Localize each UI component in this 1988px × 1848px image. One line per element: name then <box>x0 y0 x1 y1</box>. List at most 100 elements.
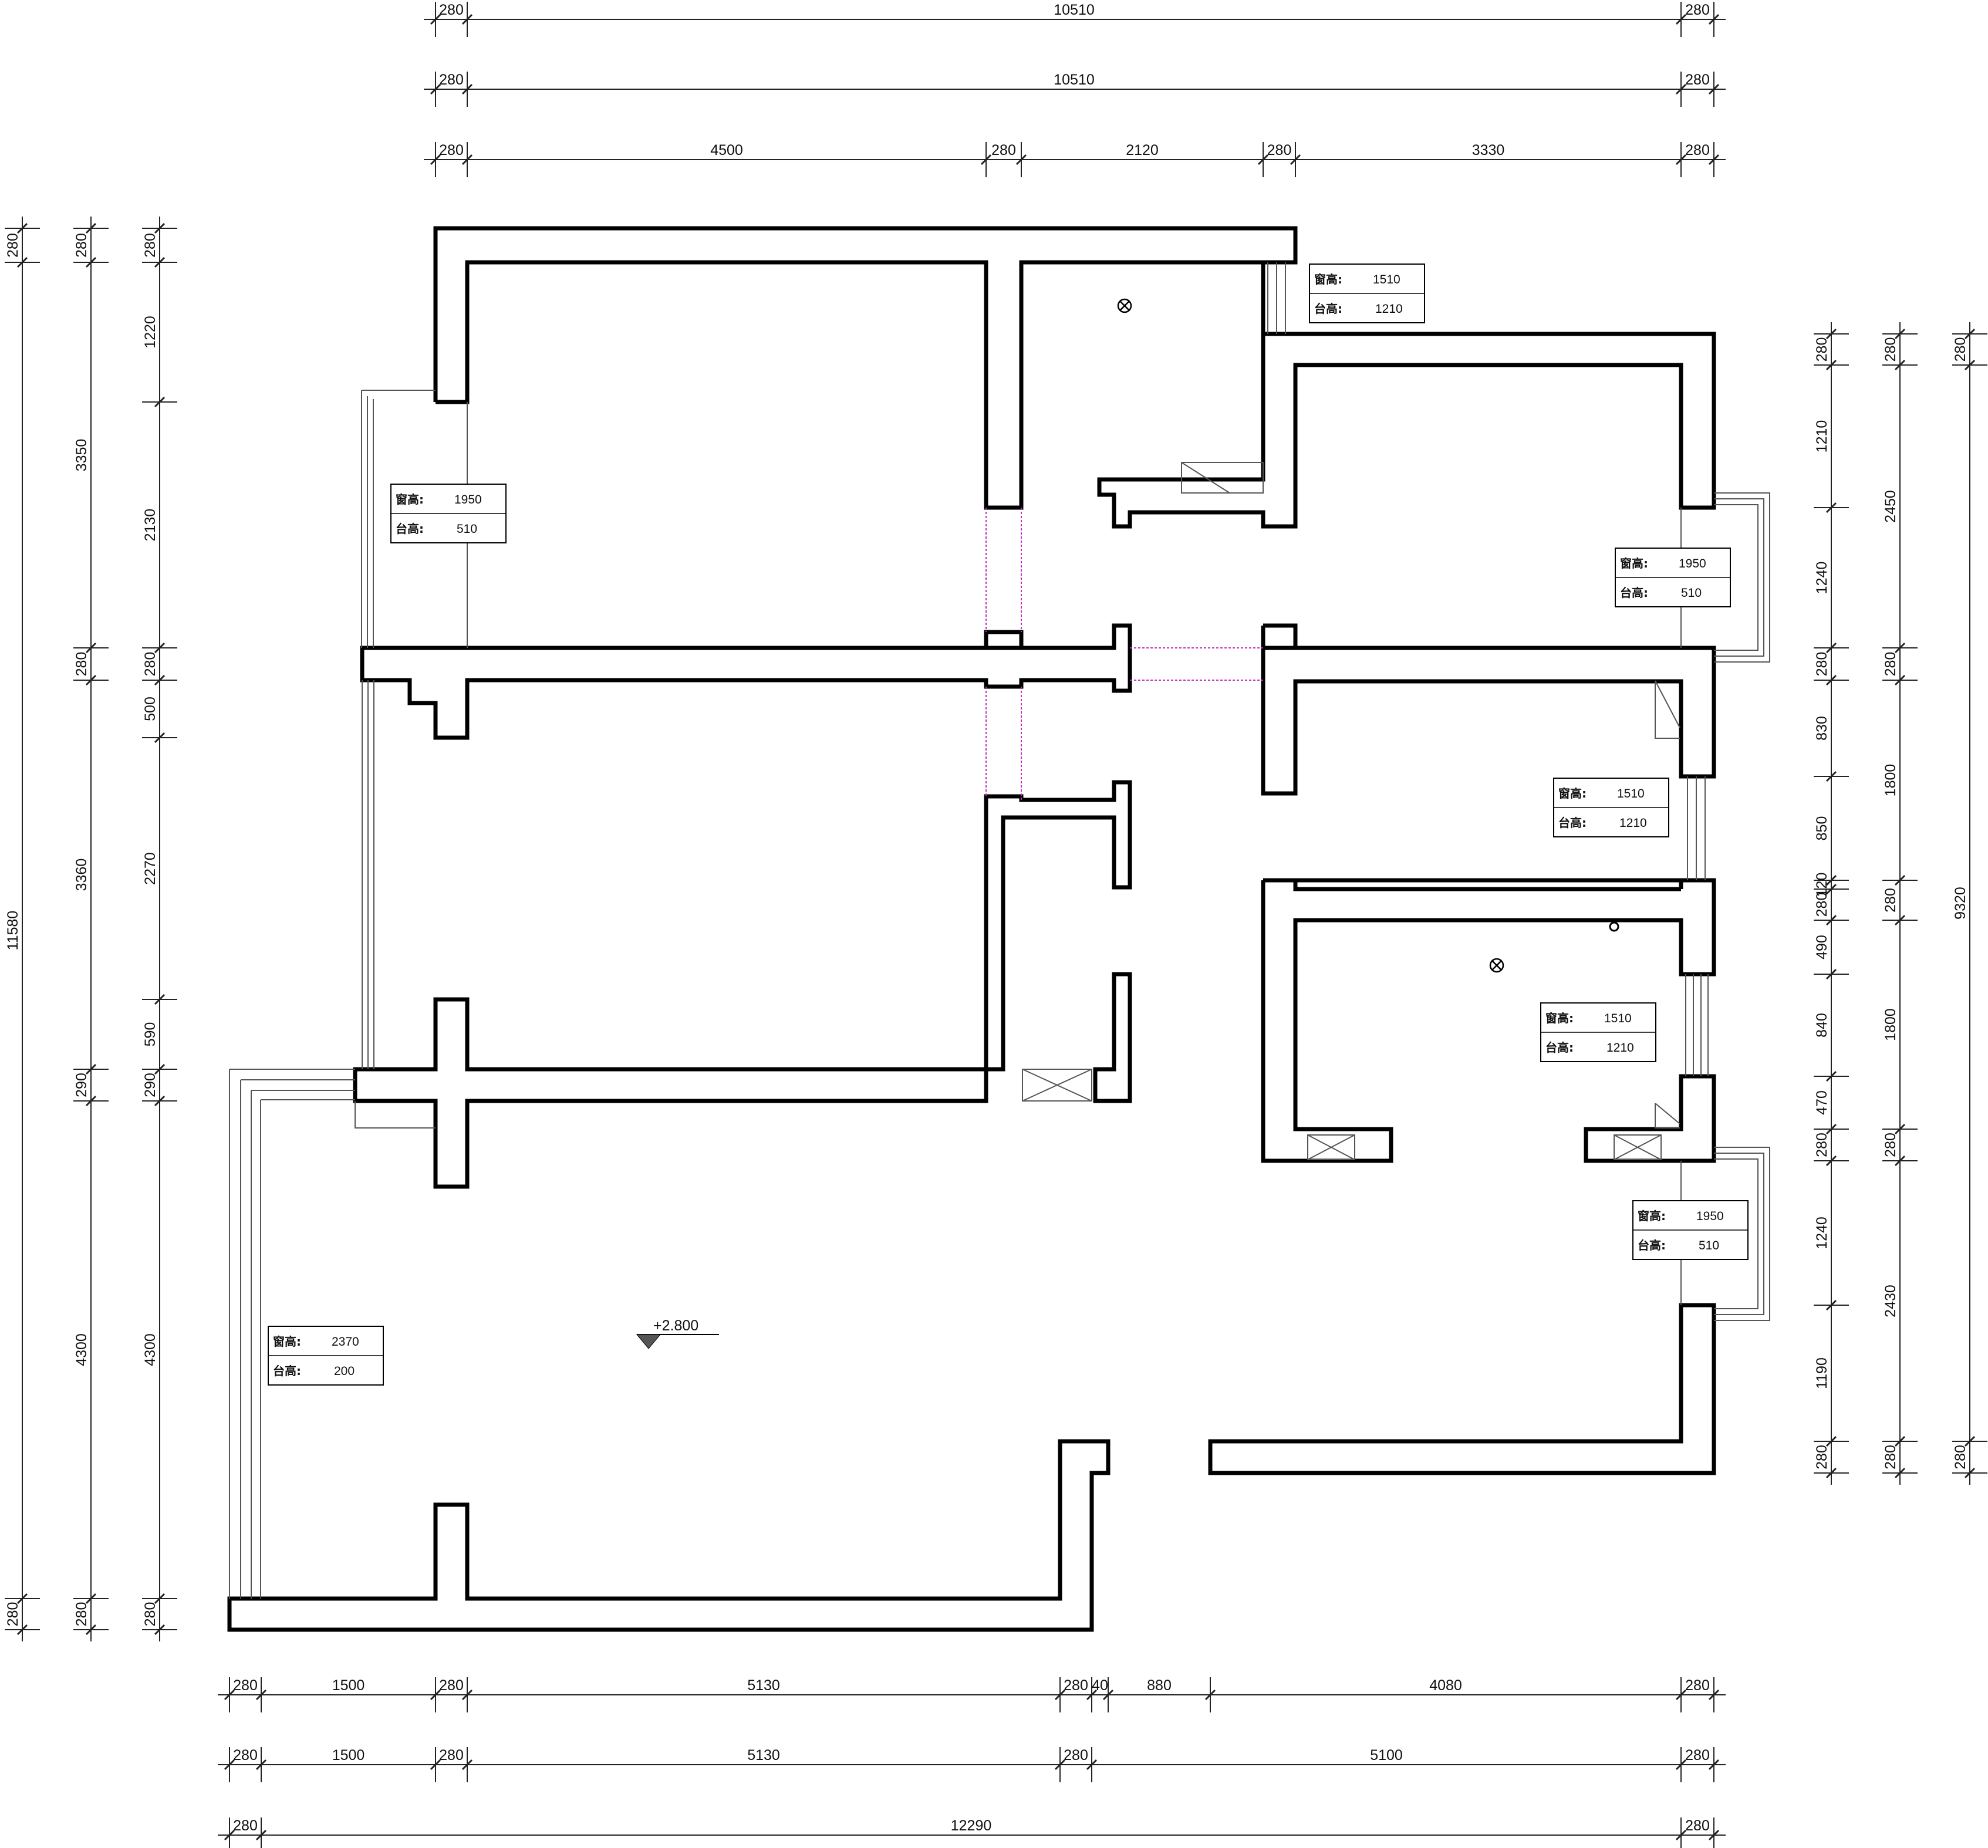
bottom-dim-2-tick <box>1086 1759 1098 1771</box>
bottom-dim-3-tick <box>1675 1829 1687 1841</box>
left-dim-3-tick <box>154 994 166 1005</box>
bottom-dim-3-tick <box>255 1829 267 1841</box>
sill-height-label: 台高: <box>1558 816 1587 830</box>
right-dim-2-tick <box>1894 914 1906 926</box>
bottom-dim-2-tick <box>224 1759 235 1771</box>
left-dim-1-value: 11580 <box>5 911 21 951</box>
sill-height-value: 1210 <box>1375 302 1403 316</box>
top-dim-1-tick <box>1708 13 1720 25</box>
window-height-label: 窗高: <box>1545 1011 1574 1025</box>
sill-height-value: 200 <box>334 1364 355 1378</box>
right-dim-1-tick <box>1825 1435 1837 1447</box>
top-dim-1-value: 280 <box>439 2 464 18</box>
left-dim-3-tick <box>154 642 166 654</box>
right-dim-1-value: 1240 <box>1814 562 1830 594</box>
left-dim-2-tick <box>85 1063 97 1075</box>
left-dim-3-tick <box>154 1095 166 1107</box>
right-dim-1-tick <box>1825 359 1837 371</box>
sill-height-label: 台高: <box>1620 586 1648 600</box>
bottom-dim-1-value: 280 <box>1064 1677 1088 1694</box>
bottom-dim-1-value: 4080 <box>1429 1677 1462 1694</box>
window-height-label: 窗高: <box>1558 786 1587 800</box>
bottom-dim-2-value: 5100 <box>1370 1747 1403 1763</box>
left-dim-3-value: 280 <box>142 652 158 677</box>
bottom-dim-1-tick <box>224 1689 235 1701</box>
right-dim-2-value: 280 <box>1882 1445 1899 1469</box>
bottom-dim-1-tick <box>1708 1689 1720 1701</box>
left-dim-2-value: 3360 <box>73 859 90 891</box>
right-dim-1-tick <box>1825 1070 1837 1082</box>
top-dim-2-tick <box>430 83 441 95</box>
bottom-dim-1-value: 280 <box>439 1677 464 1694</box>
dimension-lines <box>5 2 1987 1848</box>
left-dim-2-value: 280 <box>73 652 90 677</box>
top-dim-2-value: 280 <box>1685 72 1710 88</box>
left-dim-2-tick <box>85 222 97 234</box>
right-dim-1-value: 490 <box>1814 935 1830 960</box>
bottom-dim-3-tick <box>224 1829 235 1841</box>
bottom-dim-1-tick <box>1086 1689 1098 1701</box>
left-dim-3-value: 2130 <box>142 509 158 542</box>
right-dim-1-value: 280 <box>1814 893 1830 917</box>
top-dim-3-value: 280 <box>439 142 464 158</box>
bottom-dim-1-value: 5130 <box>747 1677 780 1694</box>
left-dim-3-value: 280 <box>142 233 158 258</box>
right-dim-3-tick <box>1964 328 1976 340</box>
bottom-dim-2-tick <box>1675 1759 1687 1771</box>
elevation-marker: +2.800 <box>636 1317 719 1349</box>
left-dim-2-tick <box>85 674 97 686</box>
left-dim-3-tick <box>154 674 166 686</box>
left-dim-2-value: 3350 <box>73 439 90 472</box>
bottom-dim-1-value: 1500 <box>332 1677 365 1694</box>
sill-height-label: 台高: <box>1314 302 1342 316</box>
left-dim-3-tick <box>154 256 166 268</box>
bottom-dim-2-tick <box>255 1759 267 1771</box>
left-dim-3-tick <box>154 732 166 744</box>
left-dim-3-value: 590 <box>142 1022 158 1047</box>
bottom-dim-3-tick <box>1708 1829 1720 1841</box>
right-dim-1-value: 120 <box>1814 873 1830 897</box>
left-dim-3-tick <box>154 396 166 408</box>
right-dim-1-tick <box>1825 914 1837 926</box>
left-dim-1-tick <box>16 1593 28 1604</box>
top-dim-3-tick <box>1015 154 1027 165</box>
light-icon <box>1489 958 1504 973</box>
right-dim-2-value: 280 <box>1882 1133 1899 1157</box>
bottom-dim-1-tick <box>1204 1689 1216 1701</box>
right-dim-3-value: 280 <box>1952 1445 1969 1469</box>
right-dim-1-value: 830 <box>1814 716 1830 741</box>
left-dim-3-value: 280 <box>142 1602 158 1627</box>
right-dim-2-value: 280 <box>1882 337 1899 362</box>
left-dim-3-value: 290 <box>142 1073 158 1097</box>
window-height-value: 1510 <box>1373 273 1400 286</box>
right-dim-1-value: 470 <box>1814 1090 1830 1115</box>
right-dim-3-tick <box>1964 359 1976 371</box>
left-dim-3-value: 500 <box>142 697 158 721</box>
top-dim-1-tick <box>430 13 441 25</box>
right-dim-1-tick <box>1825 883 1837 895</box>
right-dim-3-value: 280 <box>1952 337 1969 362</box>
right-dim-1-value: 1190 <box>1814 1357 1830 1389</box>
right-dim-2-value: 2430 <box>1882 1285 1899 1317</box>
door-openings <box>985 508 1263 800</box>
windows <box>229 262 1770 1599</box>
top-dim-2-value: 280 <box>439 72 464 88</box>
right-dim-1-tick <box>1825 328 1837 340</box>
elevation-label: +2.800 <box>653 1317 698 1334</box>
top-dim-3-value: 2120 <box>1126 142 1159 158</box>
right-dim-1-value: 280 <box>1814 652 1830 677</box>
top-dim-3-tick <box>1708 154 1720 165</box>
top-dim-3-value: 280 <box>1267 142 1292 158</box>
top-dim-3-value: 4500 <box>710 142 743 158</box>
sill-height-label: 台高: <box>1638 1238 1666 1252</box>
left-dim-2-tick <box>85 1624 97 1636</box>
bottom-dim-3-value: 280 <box>1685 1817 1710 1834</box>
left-dim-2-value: 4300 <box>73 1333 90 1366</box>
walls <box>227 226 1716 1632</box>
bottom-dim-2-value: 280 <box>233 1747 258 1763</box>
top-dim-3-value: 280 <box>1685 142 1710 158</box>
